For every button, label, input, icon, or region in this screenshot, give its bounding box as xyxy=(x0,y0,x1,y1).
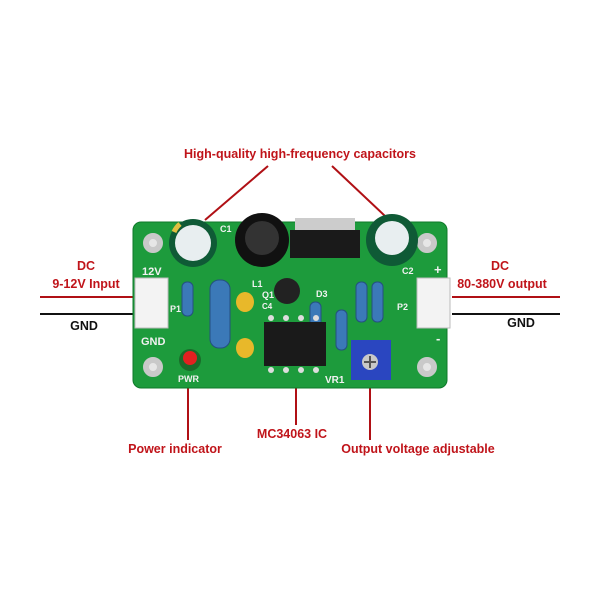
silk-plus: + xyxy=(434,262,442,277)
adjust-annotation: Output voltage adjustable xyxy=(341,442,495,456)
ic-annotation: MC34063 IC xyxy=(256,427,328,441)
silk-c2: C2 xyxy=(402,266,414,276)
silk-gnd: GND xyxy=(141,336,166,348)
output-range-label: 80-380V output xyxy=(457,277,547,291)
capacitors-annotation: High-quality high-frequency capacitors xyxy=(184,147,416,161)
heatsink xyxy=(295,218,355,232)
capacitor-c1 xyxy=(169,219,217,267)
silk-d3: D3 xyxy=(316,289,328,299)
power-led xyxy=(179,349,201,371)
silk-p1: P1 xyxy=(170,304,181,314)
capacitor-c2 xyxy=(366,214,418,266)
inductor-l1 xyxy=(235,213,289,267)
input-range-label: 9-12V Input xyxy=(52,277,120,291)
silk-q1: Q1 xyxy=(262,290,274,300)
silk-pwr: PWR xyxy=(178,374,199,384)
output-connector xyxy=(416,277,451,329)
silk-c4: C4 xyxy=(262,302,273,311)
potentiometer-vr1 xyxy=(351,340,391,380)
input-gnd-label: GND xyxy=(70,319,98,333)
silk-vr1: VR1 xyxy=(325,375,345,386)
silk-c1: C1 xyxy=(220,224,232,234)
ic-mc34063 xyxy=(264,315,326,373)
silk-l1: L1 xyxy=(252,279,263,289)
silk-minus: - xyxy=(436,331,440,346)
mounting-holes xyxy=(143,233,437,377)
diode xyxy=(290,230,360,258)
silk-p2: P2 xyxy=(397,302,408,312)
transistor-q1 xyxy=(274,278,300,304)
output-dc-label: DC xyxy=(490,259,510,273)
power-indicator-annotation: Power indicator xyxy=(128,442,222,456)
input-dc-label: DC xyxy=(76,259,96,273)
output-gnd-label: GND xyxy=(507,316,535,330)
ceramic-capacitors xyxy=(236,292,254,358)
input-connector xyxy=(134,277,169,329)
silk-12v: 12V xyxy=(142,266,162,278)
